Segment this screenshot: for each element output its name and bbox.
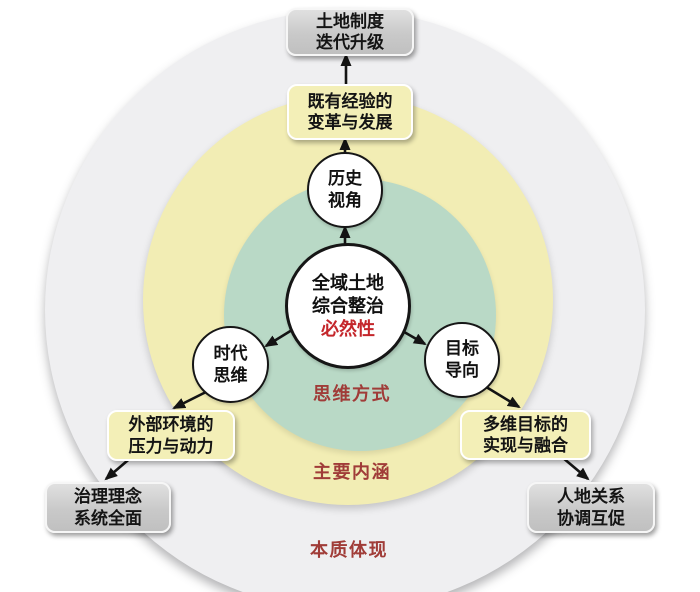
center-highlight: 必然性 [321, 318, 375, 339]
ring-label-main-content: 主要内涵 [313, 462, 391, 482]
gray-box-left: 治理理念 系统全面 [45, 482, 171, 533]
center-circle: 全域土地 综合整治 必然性 [285, 243, 411, 369]
ring-label-thinking-mode: 思维方式 [313, 384, 391, 404]
history-circle: 历史 视角 [307, 152, 383, 228]
goal-circle: 目标 导向 [424, 322, 500, 398]
history-line-1: 历史 [328, 169, 362, 188]
yellow-box-right: 多维目标的 实现与融合 [460, 410, 591, 460]
yellow-box-top: 既有经验的 变革与发展 [287, 84, 413, 140]
gray-right-line-2: 协调互促 [557, 508, 625, 528]
yellow-left-line-1: 外部环境的 [128, 415, 214, 434]
history-line-2: 视角 [328, 191, 362, 210]
gray-top-line-2: 迭代升级 [316, 33, 384, 52]
yellow-right-line-2: 实现与融合 [483, 436, 568, 455]
gray-left-line-2: 系统全面 [74, 508, 142, 528]
era-line-2: 思维 [213, 365, 248, 385]
center-line-2: 综合整治 [312, 295, 384, 316]
yellow-top-line-2: 变革与发展 [307, 113, 393, 132]
ring-label-essence: 本质体现 [310, 540, 388, 560]
gray-top-line-1: 土地制度 [316, 11, 384, 31]
yellow-box-left: 外部环境的 压力与动力 [107, 410, 235, 461]
gray-box-right: 人地关系 协调互促 [527, 482, 655, 533]
era-line-1: 时代 [213, 343, 248, 363]
yellow-left-line-2: 压力与动力 [128, 436, 214, 456]
center-line-1: 全域土地 [312, 272, 384, 293]
goal-line-2: 导向 [445, 361, 479, 380]
era-circle: 时代 思维 [192, 326, 269, 403]
yellow-top-line-1: 既有经验的 [307, 91, 393, 111]
gray-box-top: 土地制度 迭代升级 [286, 8, 414, 56]
yellow-right-line-1: 多维目标的 [483, 414, 568, 434]
goal-line-1: 目标 [445, 339, 479, 358]
gray-left-line-1: 治理理念 [74, 487, 142, 506]
gray-right-line-1: 人地关系 [557, 487, 625, 506]
